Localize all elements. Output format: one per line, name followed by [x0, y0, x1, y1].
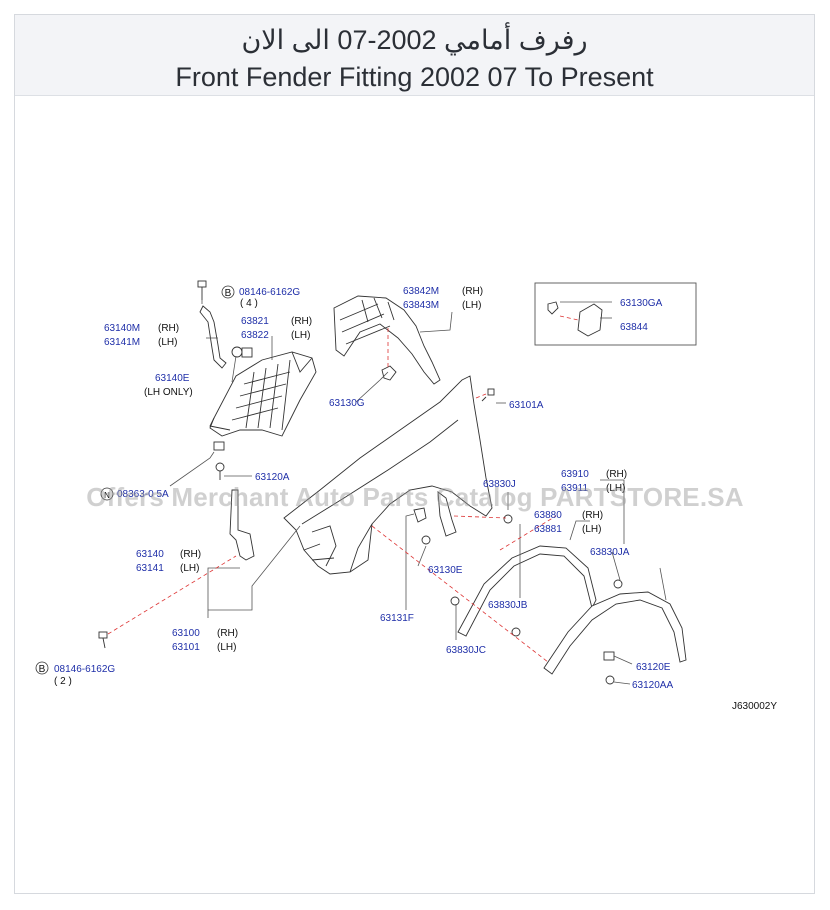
label-63830ja[interactable]: 63830JA: [590, 547, 630, 558]
clip-63120e-icon: [603, 651, 615, 661]
label-63911[interactable]: 63911: [561, 483, 589, 494]
label-08146-6162g-bottom[interactable]: 08146-6162G: [54, 664, 115, 675]
label-63141[interactable]: 63141: [136, 563, 164, 574]
fender-protector-63842m: [333, 295, 441, 385]
clip-63830ja-icon: [613, 579, 623, 589]
page-title-arabic: رفرف أمامي 2002-07 الى الان: [241, 25, 588, 55]
label-63822-lh: (LH): [291, 330, 310, 341]
label-63140m-rh: (RH): [158, 323, 179, 334]
label-63101a[interactable]: 63101A: [509, 400, 544, 411]
bolt-top-icon: [197, 280, 207, 300]
moulding-63910: [457, 545, 597, 637]
label-63842m[interactable]: 63842M: [403, 286, 439, 297]
label-63130g[interactable]: 63130G: [329, 398, 365, 409]
bolt-63101a-icon: [481, 388, 495, 402]
label-63140-rh: (RH): [180, 549, 201, 560]
clip-63130e-icon: [421, 535, 431, 545]
fender-protector-63821: [209, 351, 317, 437]
label-63880[interactable]: 63880: [534, 510, 562, 521]
bracket-63140m: [199, 305, 227, 369]
label-63131f[interactable]: 63131F: [380, 613, 414, 624]
part-labels: 08146-6162G ( 4 ) 63140M (RH) 63141M (LH…: [54, 286, 777, 712]
fender-63100: [283, 375, 493, 575]
label-63140m[interactable]: 63140M: [104, 323, 140, 334]
clip-63830j-icon: [503, 514, 513, 524]
label-63822[interactable]: 63822: [241, 330, 269, 341]
watermark-text: Offers Merchant Auto Parts Catalog PARTS…: [86, 482, 744, 512]
label-63120e[interactable]: 63120E: [636, 662, 671, 673]
clip-63130ga-icon: [547, 301, 559, 315]
clip-63830jb-icon: [511, 627, 521, 637]
label-63881[interactable]: 63881: [534, 524, 562, 535]
clip-63830jc-icon: [450, 596, 460, 606]
label-63910[interactable]: 63910: [561, 469, 589, 480]
reference-markers: B B N: [35, 285, 235, 675]
label-63821[interactable]: 63821: [241, 316, 269, 327]
clip-63120aa-icon: [605, 675, 615, 685]
marker-b-top: B: [225, 288, 232, 299]
label-qty-2: ( 2 ): [54, 676, 72, 687]
label-63100[interactable]: 63100: [172, 628, 200, 639]
page-header: رفرف أمامي 2002-07 الى الان Front Fender…: [15, 15, 814, 96]
label-63120aa[interactable]: 63120AA: [632, 680, 673, 691]
label-63821-rh: (RH): [291, 316, 312, 327]
label-63140e[interactable]: 63140E: [155, 373, 190, 384]
label-63843m-lh: (LH): [462, 300, 481, 311]
label-63830jc[interactable]: 63830JC: [446, 645, 486, 656]
inset-box: [534, 282, 697, 346]
moulding-63880: [543, 591, 687, 675]
label-lh-only: (LH ONLY): [144, 387, 193, 398]
label-63842m-rh: (RH): [462, 286, 483, 297]
label-63120a[interactable]: 63120A: [255, 472, 290, 483]
label-63844[interactable]: 63844: [620, 322, 648, 333]
bolt-bottom-icon: [98, 631, 108, 649]
diagram-reference-code: J630002Y: [732, 701, 777, 712]
label-63130ga[interactable]: 63130GA: [620, 298, 663, 309]
label-63101-lh: (LH): [217, 642, 236, 653]
marker-n: N: [104, 491, 110, 500]
label-63141-lh: (LH): [180, 563, 199, 574]
alignment-lines: [107, 315, 579, 663]
label-63130e[interactable]: 63130E: [428, 565, 463, 576]
label-63141m-lh: (LH): [158, 337, 177, 348]
label-63101[interactable]: 63101: [172, 642, 200, 653]
marker-b-bottom: B: [39, 664, 46, 675]
leader-lines: [169, 300, 667, 685]
clip-63140e-icon: [231, 346, 253, 358]
label-63881-lh: (LH): [582, 524, 601, 535]
label-63830j[interactable]: 63830J: [483, 479, 516, 490]
label-63100-rh: (RH): [217, 628, 238, 639]
clip-63120a-icon: [213, 441, 225, 480]
label-08363[interactable]: 08363-0 5A: [117, 489, 169, 500]
bracket-63140: [229, 489, 255, 561]
page-title-english: Front Fender Fitting 2002 07 To Present: [175, 62, 654, 92]
label-63843m[interactable]: 63843M: [403, 300, 439, 311]
label-63910-rh: (RH): [606, 469, 627, 480]
label-63830jb[interactable]: 63830JB: [488, 600, 528, 611]
label-63140[interactable]: 63140: [136, 549, 164, 560]
label-63911-lh: (LH): [606, 483, 625, 494]
part-drawings: [98, 280, 697, 685]
label-qty-4: ( 4 ): [240, 298, 258, 309]
label-63880-rh: (RH): [582, 510, 603, 521]
label-63141m[interactable]: 63141M: [104, 337, 140, 348]
clip-63131f-icon: [413, 507, 427, 523]
label-08146-6162g-top[interactable]: 08146-6162G: [239, 287, 300, 298]
cover-63844: [577, 303, 603, 337]
clip-63130g-icon: [381, 365, 397, 381]
